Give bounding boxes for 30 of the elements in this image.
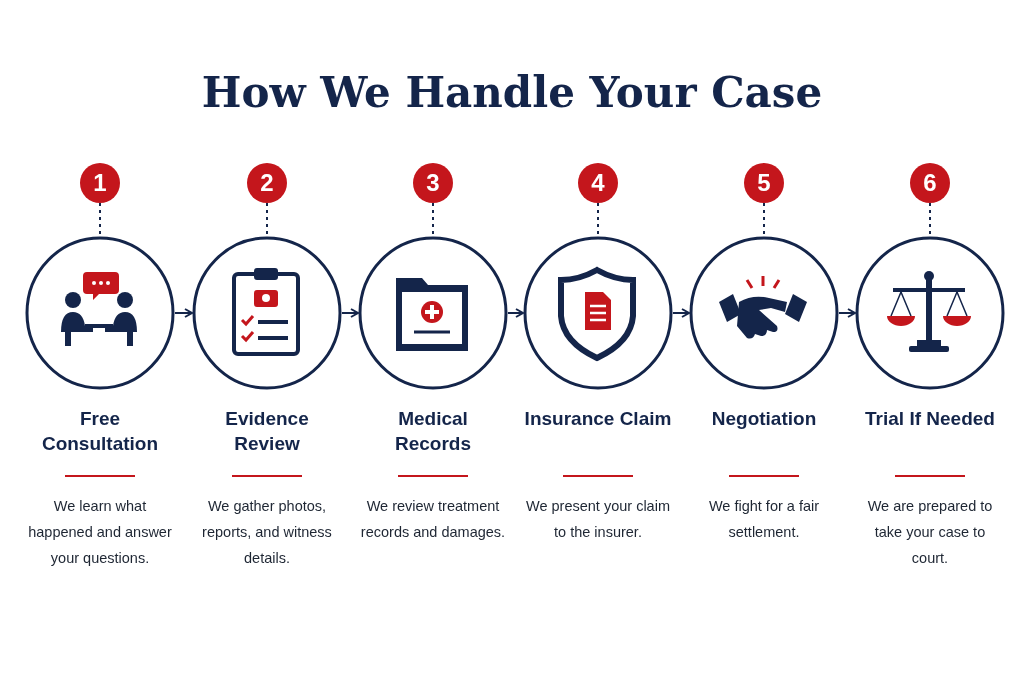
step-number-badge: 6 bbox=[910, 163, 950, 203]
step-title: Evidence Review bbox=[224, 407, 310, 456]
step-number-badge: 3 bbox=[413, 163, 453, 203]
step-title: Free Consultation bbox=[40, 407, 160, 456]
dotted-connector bbox=[763, 202, 765, 237]
step-title: Trial If Needed bbox=[864, 407, 996, 431]
dotted-connector bbox=[99, 202, 101, 237]
step-title: Negotiation bbox=[710, 407, 818, 431]
dotted-connector bbox=[597, 202, 599, 237]
dotted-connector bbox=[266, 202, 268, 237]
dotted-connector bbox=[432, 202, 434, 237]
step-title: Insurance Claim bbox=[523, 407, 673, 431]
arrow bbox=[507, 308, 524, 318]
step-number-badge: 5 bbox=[744, 163, 784, 203]
step-description: We present your claim to the insurer. bbox=[525, 497, 671, 542]
step-description: We review treatment records and damages. bbox=[359, 497, 507, 542]
step-description: We learn what happened and answer your questions. bbox=[27, 497, 173, 568]
arrow bbox=[341, 308, 359, 318]
title: How We Handle Your Case bbox=[200, 68, 824, 117]
step-number-badge: 2 bbox=[247, 163, 287, 203]
arrow bbox=[838, 308, 856, 318]
step-description: We gather photos, reports, and witness details. bbox=[201, 497, 333, 568]
arrow bbox=[174, 308, 193, 318]
step-number-badge: 4 bbox=[578, 163, 618, 203]
step-number-badge: 1 bbox=[80, 163, 120, 203]
dotted-connector bbox=[929, 202, 931, 237]
step-title: Medical Records bbox=[394, 407, 472, 456]
step-description: We fight for a fair settlement. bbox=[707, 497, 821, 542]
arrow bbox=[672, 308, 690, 318]
step-description: We are prepared to take your case to court. bbox=[866, 497, 994, 568]
